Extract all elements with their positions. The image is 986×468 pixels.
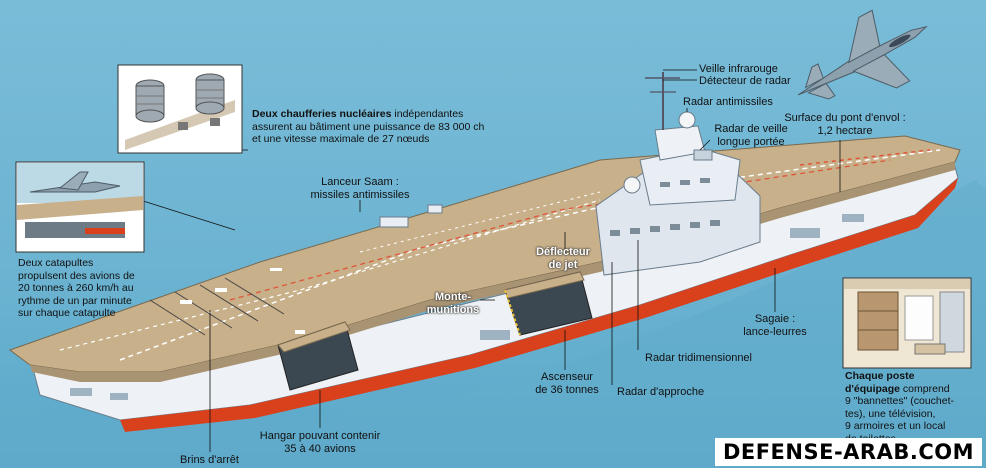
callout-lines — [139, 69, 841, 452]
rafale-jet — [797, 9, 928, 100]
water-shadow — [0, 180, 986, 468]
label-lanceur-1: Lanceur Saam : — [321, 176, 399, 188]
landing-line — [229, 159, 891, 301]
poste-caption: Chaque poste d'équipage comprend 9 "bann… — [845, 370, 975, 445]
label-veille-infrarouge: Veille infrarouge — [699, 63, 778, 75]
arresting-wires — [149, 277, 285, 336]
crew-cabin-inset — [842, 277, 972, 369]
watermark-logo: DEFENSE-ARAB.COM — [714, 438, 982, 466]
hull-openings — [70, 214, 864, 400]
bow-line — [799, 149, 931, 166]
label-radar-veille-1: Radar de veille — [714, 123, 788, 135]
label-surface-1: Surface du pont d'envol : — [784, 112, 906, 124]
chaufferies-caption: Deux chaufferies nucléaires indépendante… — [252, 108, 512, 146]
runway-centerline — [119, 149, 941, 361]
elevator-hangar-edge — [277, 321, 351, 353]
label-lanceur-2: missiles antimissiles — [310, 189, 410, 201]
catapultes-line-4: sur chaque catapulte — [18, 307, 116, 319]
chaufferies-line2: assurent au bâtiment une puissance de 83… — [252, 120, 485, 133]
catapultes-line-0: Deux catapultes — [18, 257, 94, 269]
label-hangar: Hangar pouvant contenir 35 à 40 avions — [245, 430, 395, 456]
label-radar-antimissiles: Radar antimissiles — [683, 96, 773, 108]
poste-line3: tes), une télévision, — [845, 407, 936, 420]
poste-title-1: Chaque poste — [845, 370, 915, 382]
catapultes-line-3: rythme de un par minute — [18, 294, 132, 307]
label-monte-munitions: Monte- munitions — [418, 291, 488, 317]
label-radar-veille: Radar de veille longue portée — [706, 123, 796, 149]
saam-launcher — [379, 216, 409, 228]
label-sagaie-1: Sagaie : — [754, 313, 796, 325]
label-radar-tridimensionnel: Radar tridimensionnel — [645, 352, 752, 364]
poste-line1: comprend — [900, 382, 950, 395]
poste-line2: 9 "bannettes" (couchet- — [845, 395, 955, 407]
poste-title-2: d'équipage — [845, 382, 901, 395]
label-detecteur-radar: Détecteur de radar — [699, 75, 791, 87]
label-radar-approche: Radar d'approche — [617, 386, 705, 398]
label-sagaie-2: lance-leurres — [743, 326, 807, 338]
label-brins-arret: Brins d'arrêt — [180, 454, 239, 466]
label-surface-2: 1,2 hectare — [817, 125, 873, 137]
saam-launcher-2 — [427, 204, 443, 214]
label-deflecteur-2: de jet — [548, 259, 578, 271]
chaufferies-line3: et une vitesse maximale de 27 nœuds — [252, 133, 430, 145]
label-hangar-2: 35 à 40 avions — [284, 443, 356, 455]
catapultes-caption: Deux catapultes propulsent des avions de… — [18, 257, 158, 320]
label-deflecteur: Déflecteur de jet — [528, 246, 598, 272]
label-munitions-2: munitions — [426, 304, 480, 316]
label-radar-veille-2: longue portée — [717, 136, 785, 148]
label-hangar-1: Hangar pouvant contenir — [259, 430, 381, 442]
label-munitions-1: Monte- — [434, 291, 472, 303]
hazard-stripe — [504, 289, 521, 336]
poste-line4: 9 armoires et un local — [845, 420, 946, 432]
label-surface: Surface du pont d'envol : 1,2 hectare — [770, 112, 920, 138]
label-sagaie: Sagaie : lance-leurres — [725, 313, 825, 339]
catapult-inset — [15, 161, 145, 253]
label-ascenseur: Ascenseur de 36 tonnes — [522, 371, 612, 397]
label-ascenseur-1: Ascenseur — [541, 371, 593, 383]
deck-markings — [180, 268, 305, 334]
catapult-track — [59, 199, 601, 351]
label-lanceur-saam: Lanceur Saam : missiles antimissiles — [300, 176, 420, 202]
catapultes-line-1: propulsent des avions de — [18, 269, 135, 282]
catapultes-line-2: 20 tonnes à 260 km/h au — [18, 282, 134, 294]
chaufferies-line1: indépendantes — [391, 108, 464, 120]
label-deflecteur-1: Déflecteur — [536, 246, 590, 258]
chaufferies-title: Deux chaufferies nucléaires — [252, 108, 392, 120]
label-ascenseur-2: de 36 tonnes — [535, 384, 599, 396]
reactor-inset — [117, 64, 243, 154]
island — [595, 72, 761, 276]
